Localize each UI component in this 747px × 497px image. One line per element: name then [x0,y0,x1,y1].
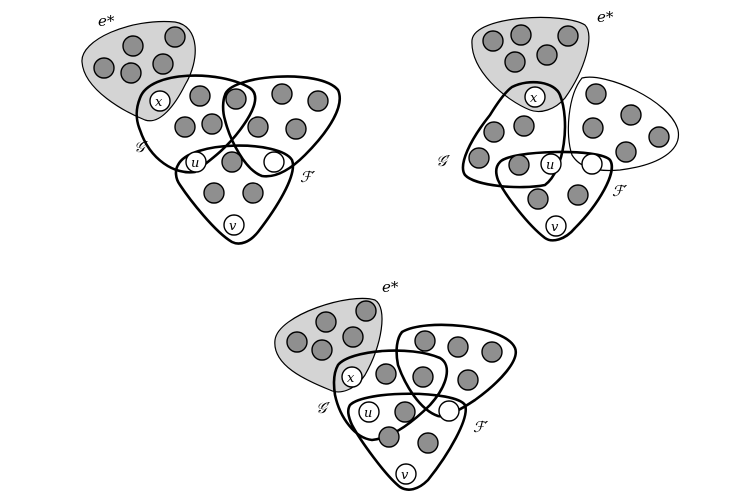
vertex-white [581,153,603,175]
label-x: x [155,95,163,110]
vertex [378,426,400,448]
vertex [504,51,526,73]
vertex [247,116,269,138]
edge-g-prime [461,80,567,189]
vertex [585,83,607,105]
label-x: x [530,91,538,106]
vertex [242,182,264,204]
vertex-u [540,153,562,175]
vertex [417,432,439,454]
diagram-3: e* x u v 𝒢′ ℱ′ [274,278,518,491]
edge-g-prime-upper [135,74,257,174]
label-v: v [551,220,559,235]
vertex [201,113,223,135]
vertex [342,326,364,348]
edge-f-prime-upper [221,75,341,178]
vertex [482,30,504,52]
vertex [203,182,225,204]
vertex [311,339,333,361]
label-x: x [347,371,355,386]
vertex [164,26,186,48]
label-u: u [191,156,199,171]
vertex-x [524,86,546,108]
label-v: v [401,468,409,483]
vertex [557,25,579,47]
vertex [620,104,642,126]
vertex [510,24,532,46]
vertex [93,57,115,79]
vertex [536,44,558,66]
edge-g-prime-upper [332,349,449,442]
label-u: u [364,406,372,421]
label-e-star: e* [597,8,614,26]
vertex [120,62,142,84]
edge-bottom [174,144,295,245]
vertex [285,118,307,140]
vertex [615,141,637,163]
vertex [447,336,469,358]
edge-bottom [494,150,613,242]
edge-f-prime-upper [395,323,518,418]
label-v: v [229,219,237,234]
vertex [567,184,589,206]
vertex [375,363,397,385]
vertex [412,366,434,388]
vertex [508,154,530,176]
edge-f-prime [567,76,680,172]
vertex-v [223,214,245,236]
vertex [225,88,247,110]
diagram-1: e* x u v 𝒢′ ℱ′ [81,12,341,245]
vertex-white [438,400,460,422]
vertex [648,126,670,148]
vertex [152,53,174,75]
vertex [394,401,416,423]
label-e-star: e* [382,278,399,296]
vertex [582,117,604,139]
vertex [468,147,490,169]
vertex-v [395,463,417,485]
label-g-prime: 𝒢′ [134,138,149,156]
label-g-prime: 𝒢′ [436,152,451,170]
vertex [457,369,479,391]
vertex [286,331,308,353]
label-f-prime: ℱ′ [300,168,316,186]
vertex-x [149,90,171,112]
vertex-u [358,401,380,423]
vertex-v [545,215,567,237]
vertex [307,90,329,112]
vertex [355,300,377,322]
vertex [414,330,436,352]
vertex [122,35,144,57]
vertex [315,311,337,333]
vertex [527,188,549,210]
vertex [271,83,293,105]
vertex [483,121,505,143]
edge-bottom [346,392,468,491]
label-g-prime: 𝒢′ [316,399,331,417]
vertex [189,85,211,107]
diagram-2: e* x u v 𝒢′ ℱ′ [436,8,680,242]
vertex [513,115,535,137]
label-f-prime: ℱ′ [473,418,489,436]
label-e-star: e* [98,12,115,30]
vertex [481,341,503,363]
vertex-white [263,151,285,173]
vertex [174,116,196,138]
label-u: u [546,158,554,173]
vertex-u [185,151,207,173]
vertex [221,151,243,173]
vertex-x [341,366,363,388]
label-f-prime: ℱ′ [612,182,628,200]
